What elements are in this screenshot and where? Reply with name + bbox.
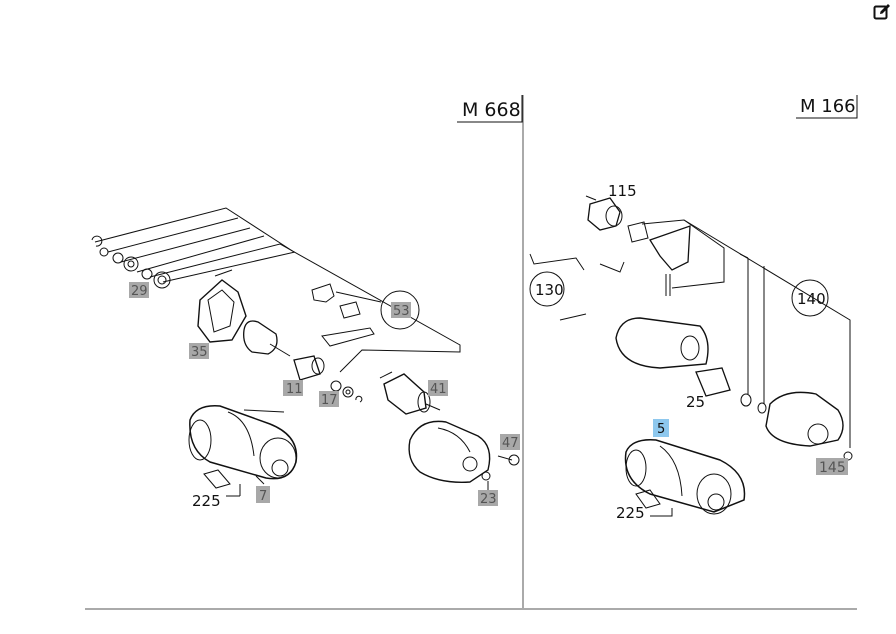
- left-panel: [91, 207, 520, 497]
- callout-47: 47: [502, 436, 519, 451]
- panel-title-right: M 166: [800, 96, 856, 117]
- callout-circle-53: [380, 290, 420, 330]
- callout-17: 17: [321, 393, 338, 408]
- callout-25: 25: [686, 393, 705, 411]
- callout-circle-130: [529, 271, 565, 307]
- callout-115: 115: [608, 182, 637, 200]
- callout-7: 7: [259, 489, 267, 504]
- panel-title-left: M 668: [462, 99, 521, 121]
- callout-35: 35: [191, 345, 208, 360]
- callout-41: 41: [430, 382, 447, 397]
- callout-11: 11: [286, 382, 303, 397]
- edit-button[interactable]: [872, 2, 892, 22]
- callout-225-left: 225: [192, 492, 221, 510]
- callout-53: 53: [393, 304, 410, 319]
- callout-145: 145: [819, 460, 846, 476]
- labels: M 668 M 166 29 35 53 11 17 41 47 23 7 22…: [129, 96, 856, 522]
- callout-5: 5: [657, 422, 665, 437]
- callout-circle-140: [791, 279, 829, 317]
- callout-225-right: 225: [616, 504, 645, 522]
- callout-23: 23: [480, 492, 497, 507]
- callout-130: 130: [535, 281, 564, 299]
- edit-icon: [873, 4, 890, 20]
- callout-140: 140: [797, 290, 826, 308]
- right-panel: [529, 195, 853, 517]
- callout-29: 29: [131, 284, 148, 299]
